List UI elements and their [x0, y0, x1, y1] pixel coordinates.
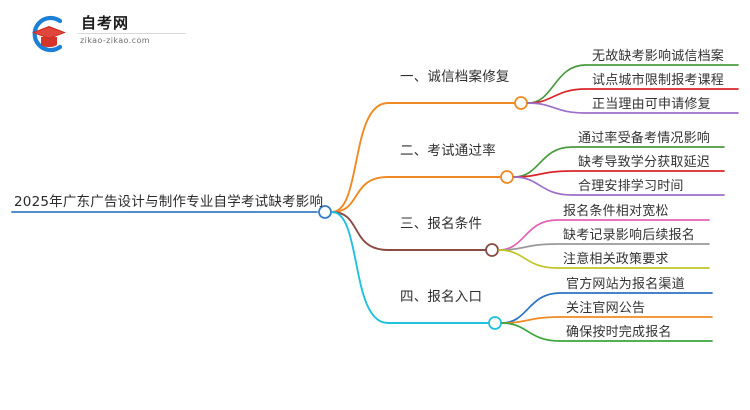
leaf-label-4-1[interactable]: 官方网站为报名渠道 [566, 277, 685, 292]
logo-subtitle: zikao-zikao.com [80, 36, 150, 45]
branch-node-circle-2[interactable] [500, 170, 514, 184]
branch-connector-4 [331, 211, 489, 324]
leaf-label-4-2[interactable]: 关注官网公告 [566, 301, 646, 316]
leaf-label-1-2[interactable]: 试点城市限制报考课程 [592, 73, 725, 88]
leaf-connector-4-2 [501, 316, 713, 324]
branch-label-1[interactable]: 一、诚信档案修复 [400, 69, 510, 85]
leaf-connector-3-1 [498, 219, 710, 251]
leaf-connector-1-3 [527, 102, 739, 114]
branch-label-4[interactable]: 四、报名入口 [400, 289, 483, 305]
leaf-label-3-2[interactable]: 缺考记录影响后续报名 [563, 228, 696, 243]
leaf-label-2-2[interactable]: 缺考导致学分获取延迟 [578, 155, 711, 170]
branch-node-circle-4[interactable] [488, 316, 502, 330]
logo-divider [78, 33, 186, 34]
logo-title: 自考网 [81, 14, 130, 32]
branch-node-circle-1[interactable] [514, 96, 528, 110]
leaf-connector-3-3 [498, 249, 710, 269]
root-node-circle[interactable] [318, 205, 332, 219]
branch-node-circle-3[interactable] [485, 243, 499, 257]
root-label[interactable]: 2025年广东广告设计与制作专业自学考试缺考影响 [14, 194, 324, 210]
branch-label-2[interactable]: 二、考试通过率 [400, 143, 496, 159]
leaf-label-2-3[interactable]: 合理安排学习时间 [578, 179, 684, 194]
graduation-cap-icon [32, 15, 66, 53]
branch-connector-1 [331, 102, 515, 213]
logo-text-block: 自考网 zikao-zikao.com [78, 14, 188, 46]
leaf-connector-2-2 [513, 170, 725, 178]
leaf-connector-2-1 [513, 146, 725, 178]
leaf-label-3-1[interactable]: 报名条件相对宽松 [563, 204, 669, 219]
leaf-label-4-3[interactable]: 确保按时完成报名 [566, 325, 672, 340]
leaf-connector-2-3 [513, 176, 725, 196]
site-logo: 自考网 zikao-zikao.com [26, 10, 186, 56]
leaf-label-1-1[interactable]: 无故缺考影响诚信档案 [592, 49, 725, 64]
branch-connector-2 [331, 176, 501, 213]
leaf-label-2-1[interactable]: 通过率受备考情况影响 [578, 131, 711, 146]
leaf-connector-1-2 [527, 88, 739, 104]
branch-connector-3 [331, 211, 486, 251]
leaf-connector-1-1 [527, 64, 739, 104]
leaf-connector-3-2 [498, 243, 710, 251]
leaf-label-1-3[interactable]: 正当理由可申请修复 [592, 97, 711, 112]
leaf-connector-4-3 [501, 322, 713, 342]
leaf-connector-4-1 [501, 292, 713, 324]
leaf-label-3-3[interactable]: 注意相关政策要求 [563, 252, 669, 267]
branch-label-3[interactable]: 三、报名条件 [400, 216, 483, 232]
